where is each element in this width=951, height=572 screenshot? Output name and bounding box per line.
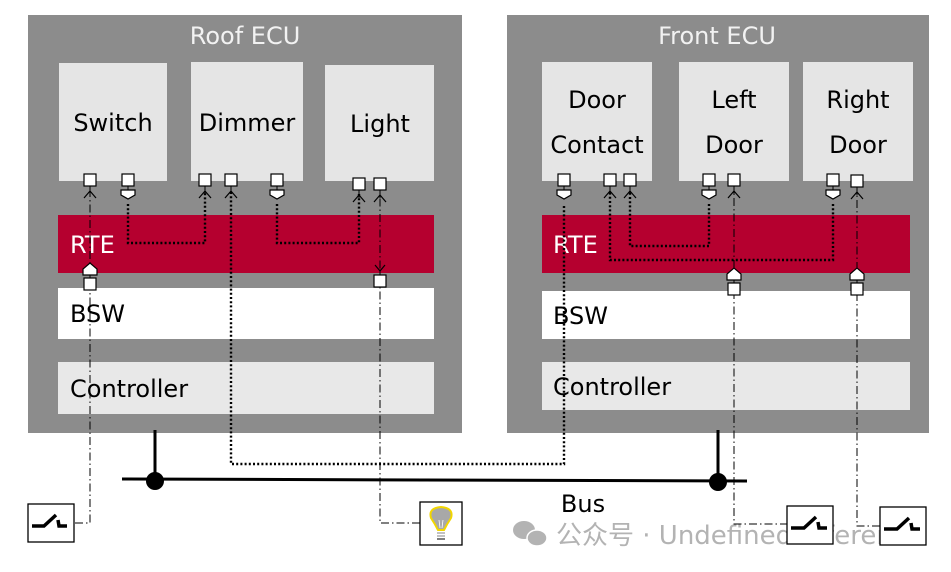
front-bus-node (709, 473, 727, 491)
io-line-left-door-switch (733, 192, 788, 525)
door-contact-sender-port (556, 173, 572, 200)
swc-light-label: Light (350, 110, 410, 138)
dotted-connections (126, 192, 835, 466)
watermark: 公众号 · UndefinedReference (513, 521, 923, 551)
connection-switch-dimmer (126, 192, 207, 245)
front-controller-label: Controller (553, 373, 671, 401)
front-rte-label: RTE (553, 231, 598, 259)
front-ecu-title: Front ECU (658, 22, 776, 50)
right-door-switch-device[interactable] (879, 506, 927, 546)
swc-left-door[interactable] (679, 62, 789, 181)
roof-rte-label: RTE (70, 231, 115, 259)
switch-io-receiver-port (83, 173, 97, 199)
left-door-sender-port (701, 173, 717, 200)
io-line-right-door-switch (856, 192, 880, 527)
left-door-switch-device[interactable] (786, 505, 834, 545)
swc-dimmer-label: Dimmer (199, 109, 296, 137)
watermark-text: 公众号 · UndefinedReference (556, 521, 923, 551)
roof-controller-label: Controller (70, 375, 188, 403)
io-connections (75, 192, 880, 527)
right-door-io-port (850, 174, 864, 200)
dimmer-sender-port (269, 173, 285, 200)
dimmer-receiver-port (198, 173, 212, 199)
roof-bus-node (146, 472, 164, 490)
front-rte-layer (542, 215, 910, 273)
roof-switch-device[interactable] (27, 503, 75, 543)
bus-line (121, 477, 748, 483)
wechat-icon (513, 521, 548, 547)
roof-bsw-switch-port (82, 262, 98, 291)
swc-right-door-label-1: Right (826, 86, 889, 114)
bus: Bus (121, 430, 748, 518)
roof-ecu-title: Roof ECU (190, 22, 301, 50)
connection-dimmer-light (275, 192, 361, 245)
switch-icon[interactable] (27, 503, 75, 543)
roof-bsw-label: BSW (70, 300, 125, 328)
io-line-roof-switch (75, 192, 91, 524)
switch-icon[interactable] (786, 505, 834, 545)
swc-left-door-label-2: Door (705, 131, 763, 159)
swc-door-contact[interactable] (542, 62, 652, 181)
roof-rte-layer (58, 215, 434, 273)
swc-right-door-label-2: Door (829, 131, 887, 159)
roof-light-device[interactable] (419, 501, 463, 546)
swc-right-door[interactable] (803, 62, 913, 181)
switch-icon[interactable] (879, 506, 927, 546)
front-bsw-layer (542, 291, 910, 339)
roof-ecu: Roof ECU Switch Dimmer Light RTE BSW Con… (28, 15, 462, 433)
ports (82, 173, 865, 296)
bus-label: Bus (561, 490, 605, 518)
front-bsw-left-door-port (726, 267, 742, 296)
front-bsw-right-door-port (849, 267, 865, 296)
swc-door-contact-label-2: Contact (550, 131, 643, 159)
switch-sender-port (120, 173, 136, 200)
swc-dimmer[interactable] (191, 62, 303, 181)
dimmer-bus-receiver-port (224, 173, 238, 199)
connection-left-door-door-contact (628, 192, 711, 248)
front-controller-layer (542, 362, 910, 410)
swc-light[interactable] (325, 65, 434, 181)
front-ecu: Front ECU Door Contact Left Door Right D… (507, 15, 929, 433)
light-receiver-port (352, 177, 366, 203)
left-door-io-port (727, 173, 741, 199)
roof-bsw-light-port (373, 264, 387, 288)
door-contact-receiver-port-right (603, 173, 617, 199)
right-door-sender-port (825, 173, 841, 200)
connection-door-contact-dimmer (229, 192, 566, 466)
light-io-port (373, 177, 387, 203)
door-contact-receiver-port-left (623, 173, 637, 199)
swc-door-contact-label-1: Door (568, 86, 626, 114)
swc-switch[interactable] (59, 63, 167, 181)
swc-switch-label: Switch (73, 109, 152, 137)
front-bsw-label: BSW (553, 302, 608, 330)
roof-bsw-layer (58, 288, 434, 339)
roof-controller-layer (58, 362, 434, 414)
swc-left-door-label-1: Left (711, 86, 756, 114)
